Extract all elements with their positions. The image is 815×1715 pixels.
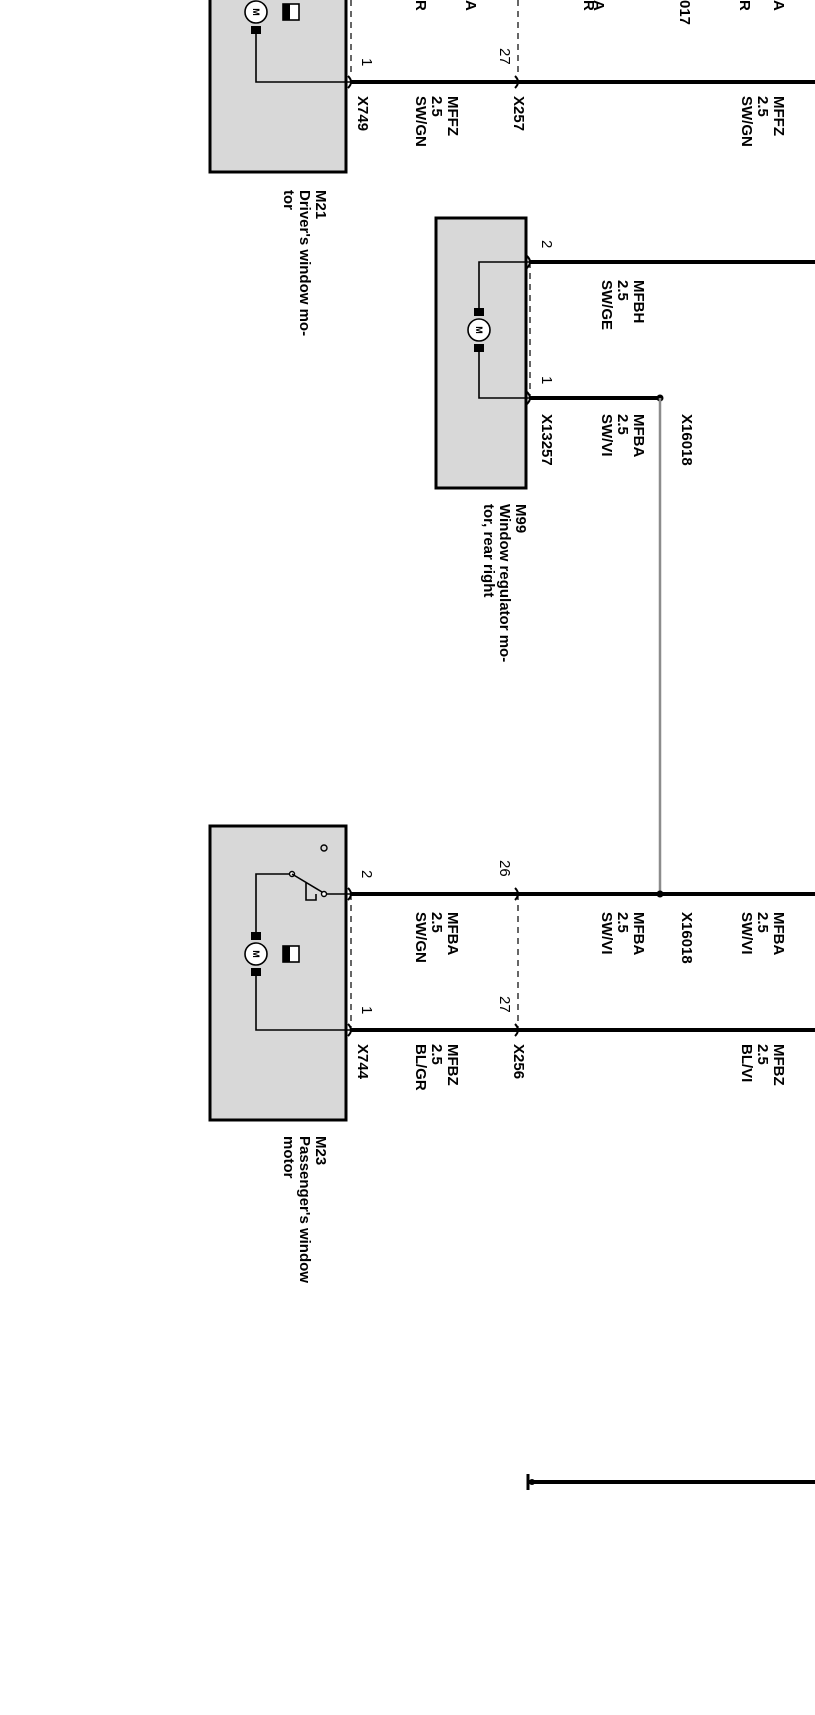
m23-internal-wire xyxy=(255,976,351,1031)
top-fragment-b4: R xyxy=(580,0,597,11)
x257-pin-27: 27 xyxy=(496,48,513,65)
m21-motor-letter: M xyxy=(251,8,261,16)
svg-text:MFFZ: MFFZ xyxy=(444,96,461,136)
m21-desc-1: Driver's window mo- xyxy=(296,190,313,336)
m99-internal-wire-b xyxy=(478,352,530,399)
m99-pin-1: 1 xyxy=(538,376,555,384)
top-fragment-a2: R xyxy=(412,0,429,11)
svg-text:SW/GN: SW/GN xyxy=(738,96,755,147)
wire-mfba-local-label: MFBA 2.5 SW/GN xyxy=(412,912,461,963)
svg-text:SW/VI: SW/VI xyxy=(598,414,615,457)
x13257-pin1-mark xyxy=(526,391,531,405)
m21-desc-2: tor xyxy=(280,190,297,210)
x13257-pin2-mark xyxy=(526,255,531,269)
m23-desc-2: motor xyxy=(280,1136,297,1179)
x256-pin27-mark xyxy=(514,1023,519,1037)
m21-pin-1: 1 xyxy=(358,58,375,66)
m21-component-box xyxy=(208,0,348,174)
m23-pin-2: 2 xyxy=(358,870,375,878)
m23-reference-mark xyxy=(320,844,328,852)
top-fragment-c1: A xyxy=(770,0,787,11)
x16018-splice-dot-bottom xyxy=(656,890,664,898)
svg-text:2.5: 2.5 xyxy=(614,912,631,933)
m99-component-box xyxy=(434,216,528,490)
wire-bottom-terminal xyxy=(529,1479,535,1485)
m99-desc-2: tor, rear right xyxy=(480,504,497,597)
svg-text:2.5: 2.5 xyxy=(428,96,445,117)
m99-motor-letter: M xyxy=(474,326,484,334)
svg-text:BL/GR: BL/GR xyxy=(412,1044,429,1091)
x744-label: X744 xyxy=(354,1044,371,1080)
m99-id: M99 xyxy=(512,504,529,533)
x749-label: X749 xyxy=(354,96,371,131)
x749-pin-mark xyxy=(347,75,352,89)
top-fragment-b1: A xyxy=(590,0,607,11)
top-fragment-b2: 017 xyxy=(676,0,693,25)
x744-pin2-mark xyxy=(347,887,352,901)
svg-text:MFBA: MFBA xyxy=(630,414,647,457)
svg-text:SW/GN: SW/GN xyxy=(412,96,429,147)
m99-motor-icon xyxy=(467,308,491,352)
m23-component-box xyxy=(208,824,348,1122)
m23-id: M23 xyxy=(312,1136,329,1165)
svg-text:BL/VI: BL/VI xyxy=(738,1044,755,1082)
x13257-label: X13257 xyxy=(538,414,555,466)
x16018-label-top: X16018 xyxy=(678,414,695,466)
x257-label: X257 xyxy=(510,96,527,131)
svg-text:MFBA: MFBA xyxy=(630,912,647,955)
x16018-label-bottom: X16018 xyxy=(678,912,695,964)
m21-id: M21 xyxy=(312,190,329,219)
wire-mffz-main-label: MFFZ 2.5 SW/GN xyxy=(738,96,787,147)
svg-text:2.5: 2.5 xyxy=(614,280,631,301)
svg-text:SW/GE: SW/GE xyxy=(598,280,615,330)
x256-pin-26: 26 xyxy=(496,860,513,877)
m99-internal-wire-a xyxy=(478,261,530,308)
m23-switch-icon xyxy=(255,870,351,932)
svg-text:MFFZ: MFFZ xyxy=(770,96,787,136)
svg-text:SW/VI: SW/VI xyxy=(738,912,755,955)
wire-mfbz-main-label: MFBZ 2.5 BL/VI xyxy=(738,1044,787,1086)
svg-text:2.5: 2.5 xyxy=(428,1044,445,1065)
wire-mfbz-local-label: MFBZ 2.5 BL/GR xyxy=(412,1044,461,1091)
svg-text:2.5: 2.5 xyxy=(754,96,771,117)
m23-desc-1: Passenger's window xyxy=(296,1136,313,1283)
m23-pin-1: 1 xyxy=(358,1006,375,1014)
svg-text:MFBZ: MFBZ xyxy=(770,1044,787,1086)
x257-pin-mark xyxy=(514,75,519,89)
x256-label: X256 xyxy=(510,1044,527,1079)
svg-text:2.5: 2.5 xyxy=(428,912,445,933)
m99-pin-2: 2 xyxy=(538,240,555,248)
wire-mfba-rear-label: MFBA 2.5 SW/VI xyxy=(598,414,647,457)
wire-mfba-main-label: MFBA 2.5 SW/VI xyxy=(738,912,787,955)
svg-text:2.5: 2.5 xyxy=(614,414,631,435)
top-fragment-a1: A xyxy=(462,0,479,11)
wire-mfba-mid-label: MFBA 2.5 SW/VI xyxy=(598,912,647,955)
svg-text:SW/GN: SW/GN xyxy=(412,912,429,963)
m23-motor-letter: M xyxy=(251,950,261,958)
m21-internal-wire xyxy=(255,34,351,83)
svg-text:MFBA: MFBA xyxy=(770,912,787,955)
x256-pin-27: 27 xyxy=(496,996,513,1013)
m23-motor-icon xyxy=(244,932,300,976)
svg-text:2.5: 2.5 xyxy=(754,1044,771,1065)
svg-text:MFBH: MFBH xyxy=(630,280,647,323)
top-fragment-c2: R xyxy=(736,0,753,11)
wire-mffz-local-label: MFFZ 2.5 SW/GN xyxy=(412,96,461,147)
svg-text:2.5: 2.5 xyxy=(754,912,771,933)
x744-pin1-mark xyxy=(347,1023,352,1037)
svg-text:MFBZ: MFBZ xyxy=(444,1044,461,1086)
wire-mfbh-label: MFBH 2.5 SW/GE xyxy=(598,280,647,330)
svg-text:MFBA: MFBA xyxy=(444,912,461,955)
svg-text:SW/VI: SW/VI xyxy=(598,912,615,955)
m21-motor-icon xyxy=(244,0,300,34)
x256-pin26-mark xyxy=(514,887,519,901)
m99-desc-1: Window regulator mo- xyxy=(496,504,513,662)
